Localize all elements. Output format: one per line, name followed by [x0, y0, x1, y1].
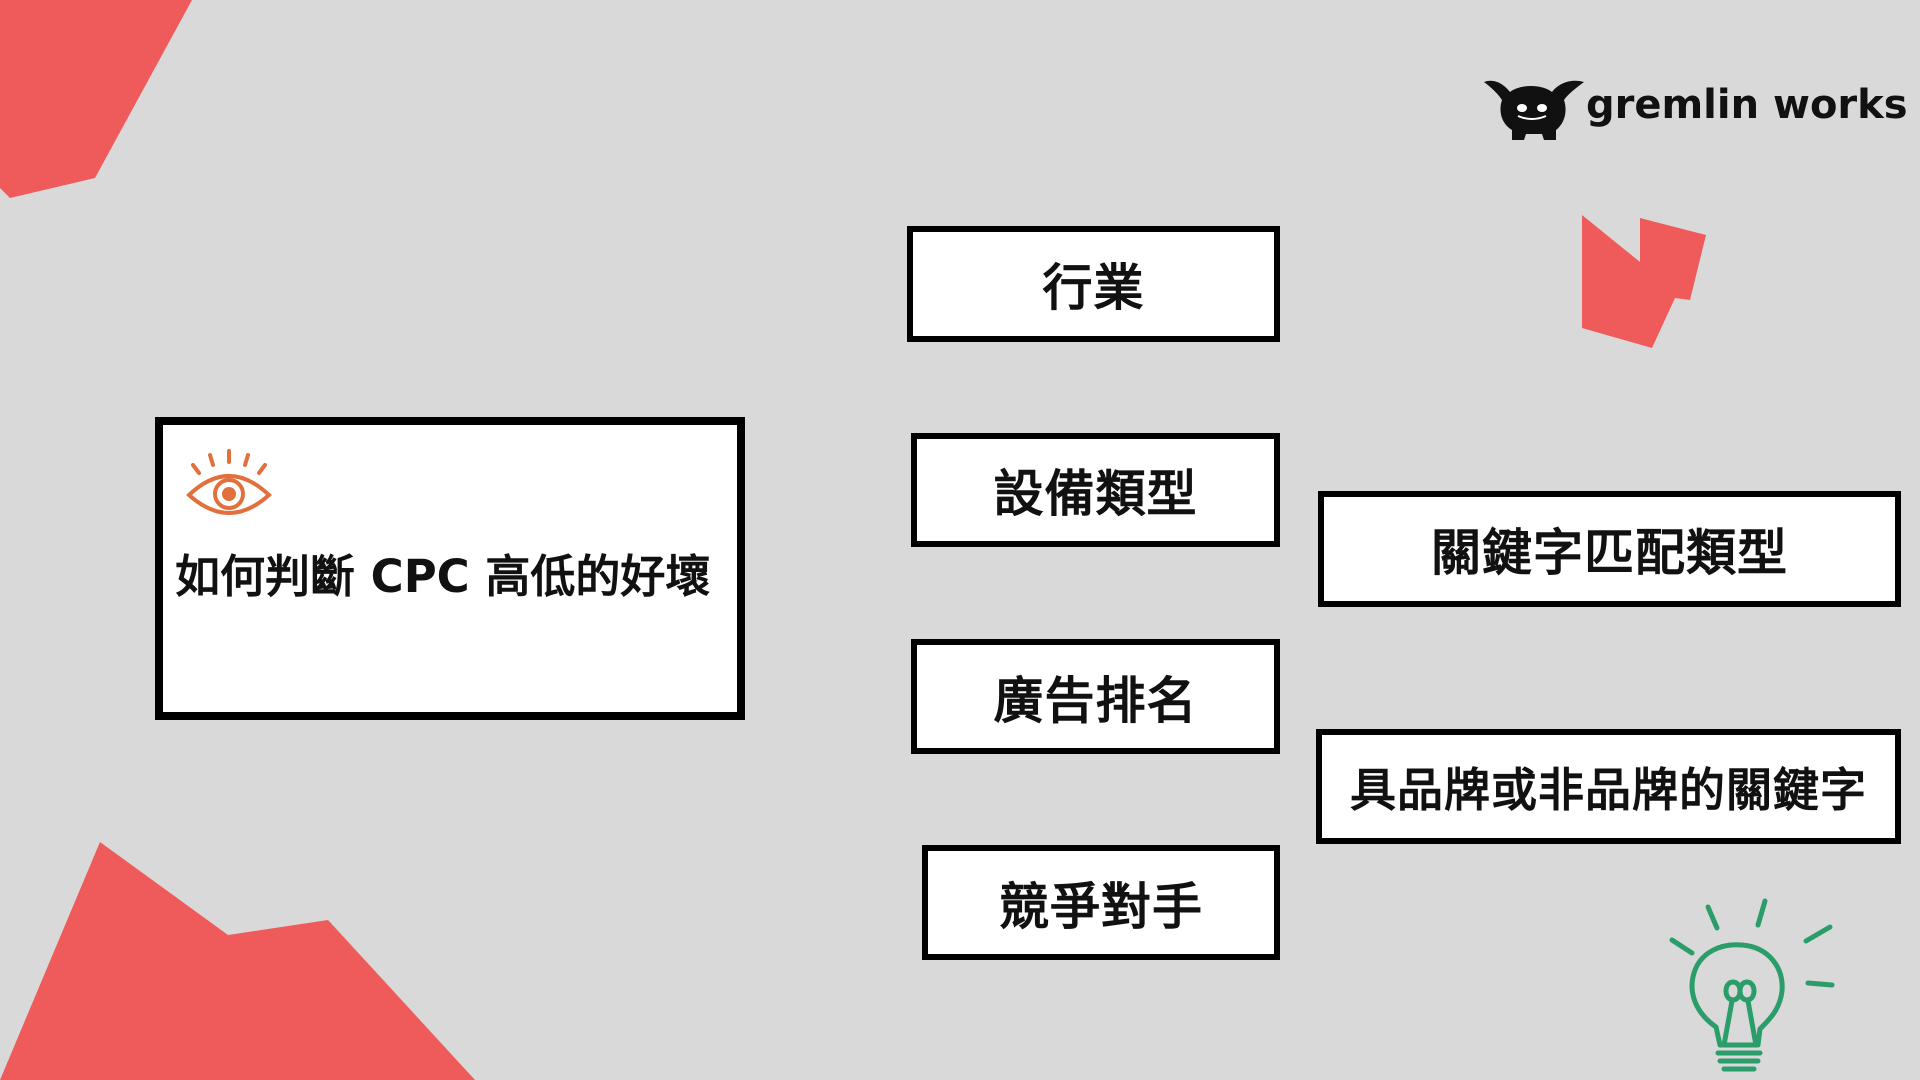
factor-branded-keywords: 具品牌或非品牌的關鍵字: [1316, 729, 1901, 844]
gremlin-logo-icon: [1484, 80, 1584, 140]
factor-industry: 行業: [907, 226, 1280, 342]
lightbulb-icon: [1669, 898, 1835, 1072]
factor-competitors: 競爭對手: [922, 845, 1280, 960]
red-shape-top-right: [1582, 215, 1706, 348]
main-title: 如何判斷 CPC 高低的好壞: [175, 550, 711, 603]
red-shape-top-left: [0, 0, 192, 198]
factor-keyword-match-type: 關鍵字匹配類型: [1318, 491, 1901, 607]
red-shape-bottom-left: [0, 842, 475, 1080]
main-topic-box: 如何判斷 CPC 高低的好壞: [155, 417, 745, 720]
factor-ad-rank: 廣告排名: [911, 639, 1280, 754]
brand-name: gremlin works: [1586, 82, 1908, 128]
eye-icon: [186, 449, 272, 515]
factor-device-type: 設備類型: [911, 433, 1280, 547]
brand-logo: gremlin works: [1480, 72, 1908, 147]
